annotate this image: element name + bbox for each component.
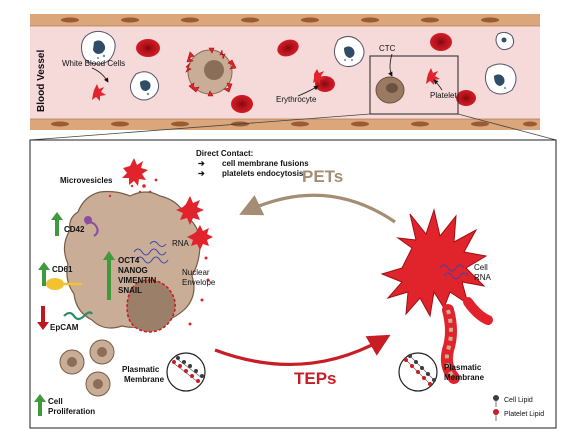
platelet: [92, 84, 106, 101]
gene-oct4: OCT4: [118, 256, 140, 265]
legend-cell-lipid-icon: [493, 395, 499, 407]
label-cell-proliferation-1: Cell: [48, 397, 63, 406]
label-platelet: Platelet: [430, 91, 457, 100]
proliferating-cells: [59, 339, 115, 397]
legend-platelet-lipid-icon: [493, 409, 499, 421]
platelet-attached: [176, 196, 204, 225]
label-ctc: CTC: [379, 44, 396, 53]
ctc-zoom-box: [369, 55, 459, 115]
platelet: [313, 69, 325, 84]
label-plasmatic-membrane-right-2: Membrane: [444, 373, 485, 382]
legend-platelet-lipid: Platelet Lipid: [504, 411, 544, 418]
label-plasmatic-membrane-left-2: Membrane: [124, 375, 165, 384]
platelet: [426, 68, 440, 85]
label-cell-rna-1: Cell: [474, 263, 488, 272]
membrane-zoom-left: [166, 352, 206, 392]
label-cell-proliferation-2: Proliferation: [48, 407, 95, 416]
endothelial-cells-top: [61, 17, 499, 23]
membrane-zoom-right: [398, 352, 438, 392]
label-erythrocyte: Erythrocyte: [276, 95, 317, 104]
contact-arrow-icon: ➔: [198, 159, 205, 168]
activated-platelet: [380, 208, 493, 384]
direct-contact-title: Direct Contact:: [196, 149, 253, 158]
nucleus: [126, 279, 176, 333]
up-arrow-icon: [103, 251, 115, 300]
erythrocyte: [277, 39, 299, 57]
gene-vimentin: VIMENTIN: [118, 276, 156, 285]
zoom-line-left: [29, 113, 371, 141]
label-epcam: EpCAM: [50, 323, 79, 332]
label-teps: TEPs: [294, 369, 337, 388]
label-white-blood-cells: White Blood Cells: [62, 59, 125, 68]
label-microvesicles: Microvesicles: [60, 176, 113, 185]
label-cd42: CD42: [64, 225, 85, 234]
label-plasmatic-membrane-right-1: Plasmatic: [444, 363, 482, 372]
cd42-receptor: [84, 216, 99, 237]
white-blood-cell: [81, 30, 116, 65]
platelet-rna-strands: [439, 264, 469, 280]
white-blood-cell: [130, 71, 160, 101]
blood-vessel: Blood Vessel: [30, 14, 540, 130]
teps-arrow: [214, 334, 391, 367]
zoom-line-right: [457, 113, 557, 141]
label-plasmatic-membrane-left-1: Plasmatic: [122, 365, 160, 374]
up-arrow-icon: [38, 262, 50, 286]
erythrocyte: [231, 95, 253, 113]
legend: Cell Lipid Platelet Lipid: [493, 395, 544, 421]
gene-snail: SNAIL: [118, 286, 142, 295]
label-cell-rna-2: RNA: [474, 273, 492, 282]
erythrocyte: [456, 90, 476, 106]
white-blood-cell: [484, 63, 517, 95]
erythrocyte: [136, 39, 160, 57]
gene-nanog: NANOG: [118, 266, 148, 275]
tumor-cell: [63, 190, 210, 333]
label-nuclear-envelope-2: Envelope: [182, 278, 216, 287]
contact-item-1: cell membrane fusions: [222, 159, 309, 168]
white-blood-cell: [495, 31, 515, 51]
pets-arrow: [239, 193, 396, 224]
label-rna: RNA: [172, 239, 190, 248]
down-arrow-icon: [37, 306, 49, 330]
vessel-title: Blood Vessel: [36, 50, 47, 112]
cd61-receptor: [46, 278, 82, 290]
erythrocyte: [430, 33, 452, 51]
label-nuclear-envelope-1: Nuclear: [182, 268, 210, 277]
ctc-with-platelets: [185, 47, 237, 97]
up-arrow-icon: [51, 212, 63, 236]
contact-arrow-icon: ➔: [198, 169, 205, 178]
epcam-receptor: [63, 311, 93, 321]
label-cd61: CD61: [52, 265, 73, 274]
platelet-attached: [187, 225, 213, 250]
up-arrow-icon: [34, 394, 46, 416]
contact-item-2: platelets endocytosis: [222, 169, 304, 178]
legend-cell-lipid: Cell Lipid: [504, 397, 533, 404]
rna-strands: [133, 241, 169, 264]
label-pets: PETs: [302, 167, 343, 186]
white-blood-cell: [334, 36, 365, 68]
